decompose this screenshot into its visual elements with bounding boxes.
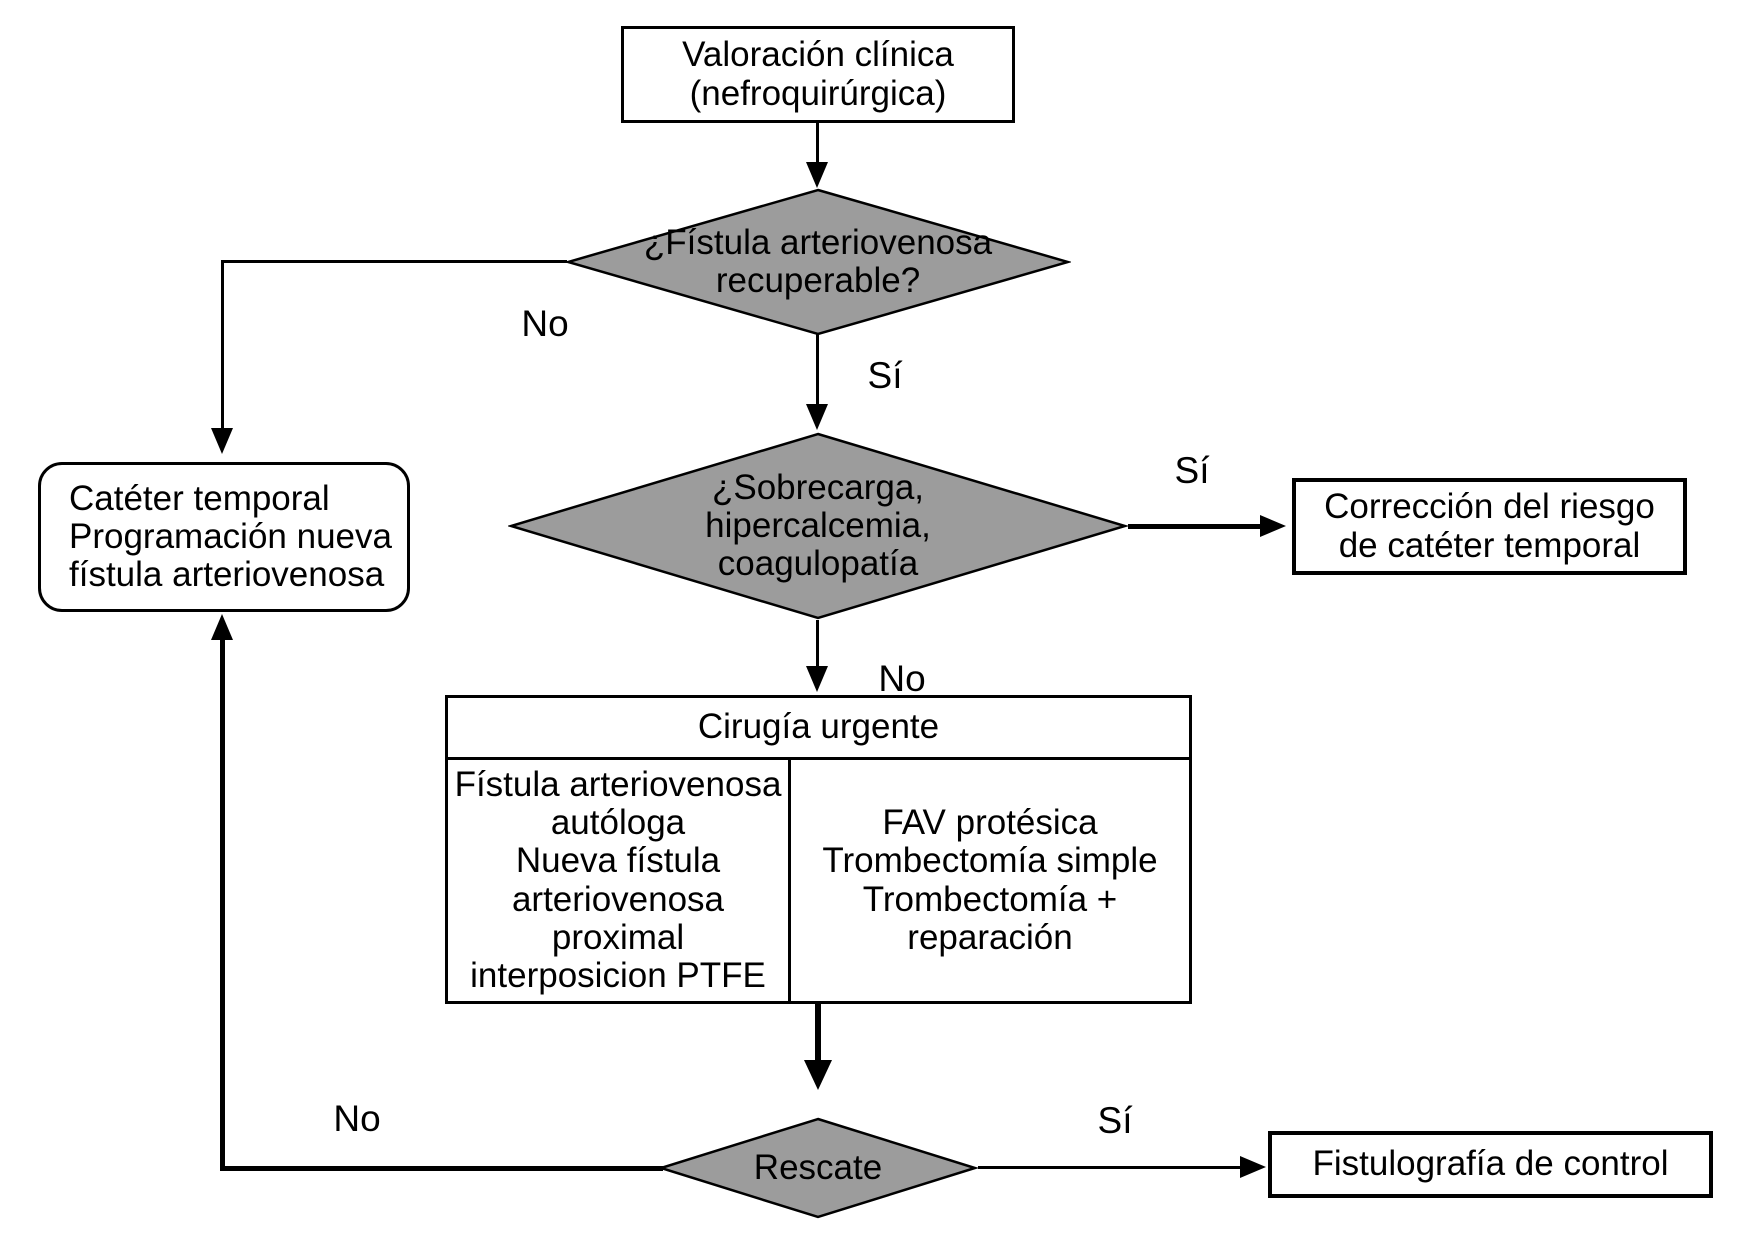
- arrowhead-no-to-cateter: [211, 428, 233, 454]
- arrowhead-si-to-correccion: [1260, 515, 1286, 537]
- box-fistulografia: Fistulografía de control: [1268, 1131, 1713, 1198]
- diamond-shape: [508, 432, 1128, 620]
- connector-recuperable-no-horizontal: [221, 260, 567, 263]
- arrowhead-si-to-sobrecarga: [806, 404, 828, 430]
- connector-rescate-si: [978, 1166, 1242, 1169]
- decision-fistula-recuperable-label: ¿Fístula arteriovenosa recuperable?: [643, 222, 993, 300]
- arrowhead-si-to-fistulografia: [1240, 1156, 1266, 1178]
- cirugia-urgente-title: Cirugía urgente: [697, 707, 940, 747]
- arrowhead-cirugia-to-rescate: [804, 1060, 832, 1090]
- cirugia-cell-fav-protesica: FAV protésica Trombectomía simple Trombe…: [791, 760, 1189, 1001]
- diamond-shape: [658, 1117, 978, 1219]
- arrowhead-no-to-cirugia: [806, 666, 828, 692]
- decision-sobrecarga: ¿Sobrecarga, hipercalcemia, coagulopatía: [508, 432, 1128, 620]
- box-fistulografia-label: Fistulografía de control: [1312, 1144, 1669, 1184]
- connector-recuperable-no-vertical: [221, 260, 224, 430]
- start-box-valoracion-clinica: Valoración clínica (nefroquirúrgica): [621, 26, 1015, 123]
- arrowhead-start-to-recuperable: [806, 162, 828, 188]
- box-cirugia-urgente: Cirugía urgente Fístula arteriovenosa au…: [445, 695, 1192, 1004]
- decision-rescate: Rescate: [658, 1117, 978, 1219]
- connector-sobrecarga-si: [1128, 524, 1262, 529]
- connector-recuperable-si: [816, 334, 819, 406]
- box-correccion-riesgo-label: Corrección del riesgo de catéter tempora…: [1324, 487, 1655, 565]
- box-cateter-temporal: Catéter temporal Programación nueva físt…: [38, 462, 410, 612]
- connector-sobrecarga-no: [816, 620, 819, 668]
- connector-start-to-recuperable: [816, 123, 819, 164]
- edge-label-no-2: No: [878, 658, 926, 699]
- cirugia-urgente-header: Cirugía urgente: [448, 698, 1189, 760]
- connector-cirugia-to-rescate: [815, 1004, 821, 1062]
- box-correccion-riesgo: Corrección del riesgo de catéter tempora…: [1292, 478, 1687, 575]
- decision-sobrecarga-label: ¿Sobrecarga, hipercalcemia, coagulopatía: [705, 467, 931, 584]
- start-box-label: Valoración clínica (nefroquirúrgica): [682, 35, 954, 113]
- edge-label-si-2: Sí: [1174, 450, 1210, 491]
- arrowhead-no-to-cateter-loop: [211, 614, 233, 640]
- connector-rescate-no-vertical: [220, 640, 225, 1171]
- cirugia-urgente-body: Fístula arteriovenosa autóloga Nueva fís…: [448, 760, 1189, 1001]
- edge-label-si-3: Sí: [1097, 1100, 1133, 1141]
- decision-fistula-recuperable: ¿Fístula arteriovenosa recuperable?: [565, 188, 1071, 336]
- cirugia-cell-fav-protesica-label: FAV protésica Trombectomía simple Trombe…: [822, 803, 1158, 957]
- edge-label-no-1: No: [521, 303, 569, 344]
- connector-rescate-no-horizontal: [222, 1166, 663, 1171]
- decision-rescate-label: Rescate: [753, 1147, 883, 1187]
- cirugia-cell-fav-autologa-label: Fístula arteriovenosa autóloga Nueva fís…: [454, 765, 782, 995]
- box-cateter-temporal-label: Catéter temporal Programación nueva físt…: [69, 478, 392, 595]
- edge-label-no-3: No: [333, 1098, 381, 1139]
- cirugia-cell-fav-autologa: Fístula arteriovenosa autóloga Nueva fís…: [448, 760, 791, 1001]
- edge-label-si-1: Sí: [867, 355, 903, 396]
